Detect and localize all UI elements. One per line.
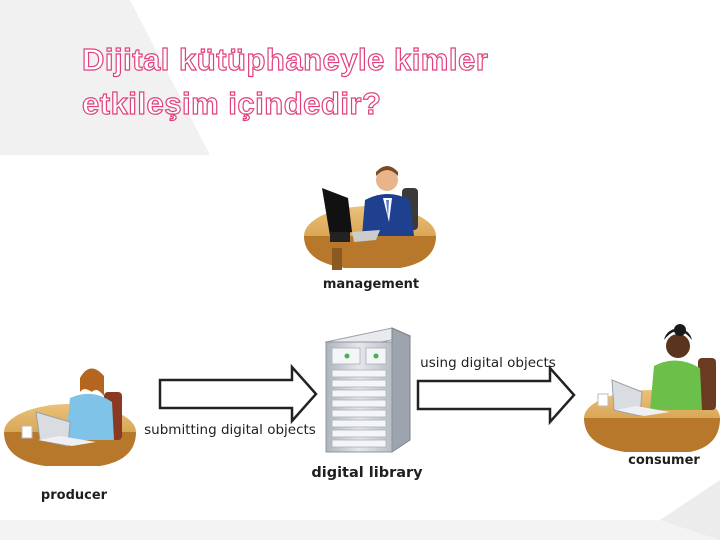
digital-library-label: digital library <box>311 465 423 481</box>
producer-label: producer <box>41 488 108 503</box>
digital-library-server <box>324 327 412 453</box>
using-label: using digital objects <box>420 355 556 371</box>
consumer-label: consumer <box>628 453 700 468</box>
title-line-1: Dijital kütüphaneyle kimler <box>81 41 489 77</box>
using-arrow <box>416 364 576 426</box>
title-line-2: etkileşim içindedir? <box>81 85 382 121</box>
slide-title: Dijital kütüphaneyle kimler etkileşim iç… <box>81 38 489 126</box>
submit-label: submitting digital objects <box>144 422 316 438</box>
submit-arrow <box>158 363 318 425</box>
management-label: management <box>323 277 419 292</box>
management-figure <box>304 166 436 270</box>
consumer-figure <box>584 324 720 452</box>
producer-figure <box>4 368 136 466</box>
